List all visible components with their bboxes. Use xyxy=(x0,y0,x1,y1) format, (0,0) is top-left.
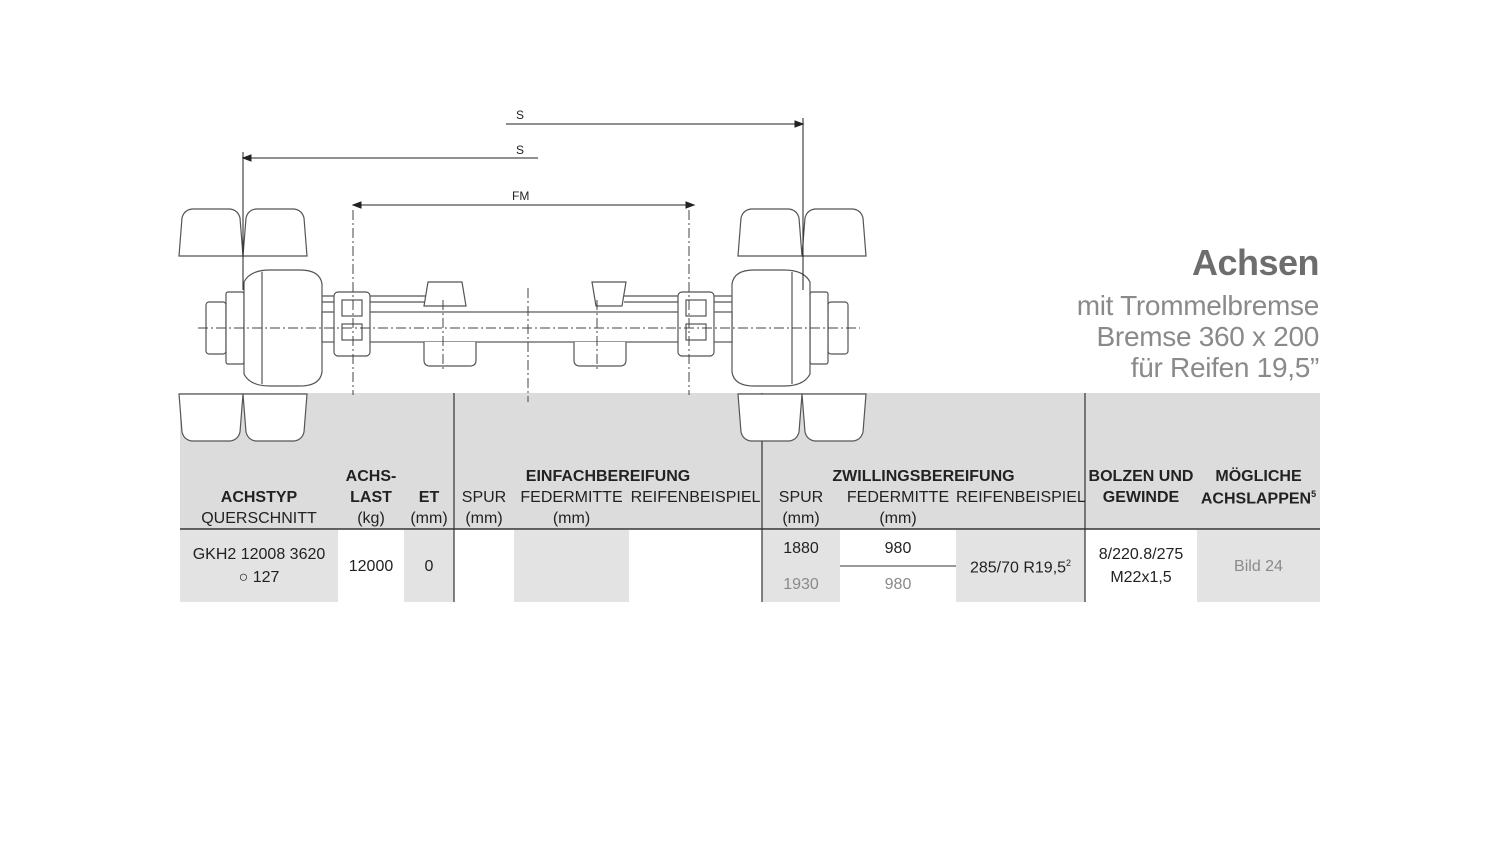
header-achslast-unit: (kg) xyxy=(357,510,385,527)
header-et-unit: (mm) xyxy=(410,510,448,527)
header-zwilling-federmitte: FEDERMITTE xyxy=(846,489,950,506)
header-bolzen-1: BOLZEN UND xyxy=(1088,468,1194,485)
header-einfachbereifung: EINFACHBEREIFUNG xyxy=(525,468,691,485)
header-zwilling-spur: SPUR xyxy=(778,489,824,506)
cell-zw-spur-2: 1930 xyxy=(783,576,819,593)
subtitle-tyre-size: für Reifen 19,5” xyxy=(1130,352,1320,383)
dimension-fm: FM xyxy=(512,189,530,203)
header-einfach-reifenbeispiel: REIFENBEISPIEL xyxy=(630,489,761,506)
dimension-s-lower: S xyxy=(516,143,525,157)
cell-bolzen-1: 8/220.8/275 xyxy=(1098,546,1184,563)
cell-achslappen-bg xyxy=(1197,530,1320,602)
cell-zw-spur-bg xyxy=(762,530,840,602)
header-zwilling-reifenbeispiel: REIFENBEISPIEL xyxy=(956,489,1086,506)
header-zwillingsbereifung: ZWILLINGSBEREIFUNG xyxy=(832,468,1015,485)
subtitle-brake-size: Bremse 360 x 200 xyxy=(1096,321,1320,352)
header-zwilling-federmitte-unit: (mm) xyxy=(879,510,917,527)
header-achstyp: ACHSTYP xyxy=(220,489,298,506)
header-einfach-federmitte: FEDERMITTE xyxy=(520,489,623,506)
cell-einfach-federmitte-bg xyxy=(514,530,629,602)
cell-zw-reifen-bg xyxy=(956,530,1085,602)
cell-achstyp: GKH2 12008 3620 xyxy=(192,546,326,563)
header-einfach-spur-unit: (mm) xyxy=(465,510,503,527)
page-title: Achsen xyxy=(1191,242,1320,283)
cell-bolzen-2: M22x1,5 xyxy=(1110,569,1172,586)
cell-zw-federmitte-2: 980 xyxy=(884,576,912,593)
circle-icon: ○ xyxy=(238,569,249,586)
header-zwilling-spur-unit: (mm) xyxy=(782,510,820,527)
dimension-s-upper: S xyxy=(516,108,525,122)
header-achslappen-1: MÖGLICHE xyxy=(1215,468,1302,485)
cell-querschnitt: ○ 127 xyxy=(238,569,280,586)
header-bolzen-2: GEWINDE xyxy=(1102,489,1180,506)
cell-zw-reifenbeispiel: 285/70 R19,52 xyxy=(969,558,1072,577)
header-querschnitt: QUERSCHNITT xyxy=(201,510,317,527)
cell-et-bg xyxy=(404,530,454,602)
cell-achslast: 12000 xyxy=(348,558,394,575)
header-achslappen-2: ACHSLAPPEN5 xyxy=(1200,489,1317,508)
cell-et: 0 xyxy=(424,558,434,575)
header-einfach-spur: SPUR xyxy=(461,489,507,506)
cell-zw-federmitte-1: 980 xyxy=(884,540,912,557)
header-et: ET xyxy=(418,489,440,506)
header-einfach-federmitte-unit: (mm) xyxy=(552,510,591,527)
subtitle-brake-type: mit Trommelbremse xyxy=(1076,290,1320,321)
cell-zw-spur-1: 1880 xyxy=(783,540,819,557)
header-achslast-1: ACHS- xyxy=(345,468,397,485)
cell-achstyp-bg xyxy=(180,530,338,602)
cell-achslappen: Bild 24 xyxy=(1234,558,1283,575)
header-achslast-2: LAST xyxy=(350,489,392,506)
